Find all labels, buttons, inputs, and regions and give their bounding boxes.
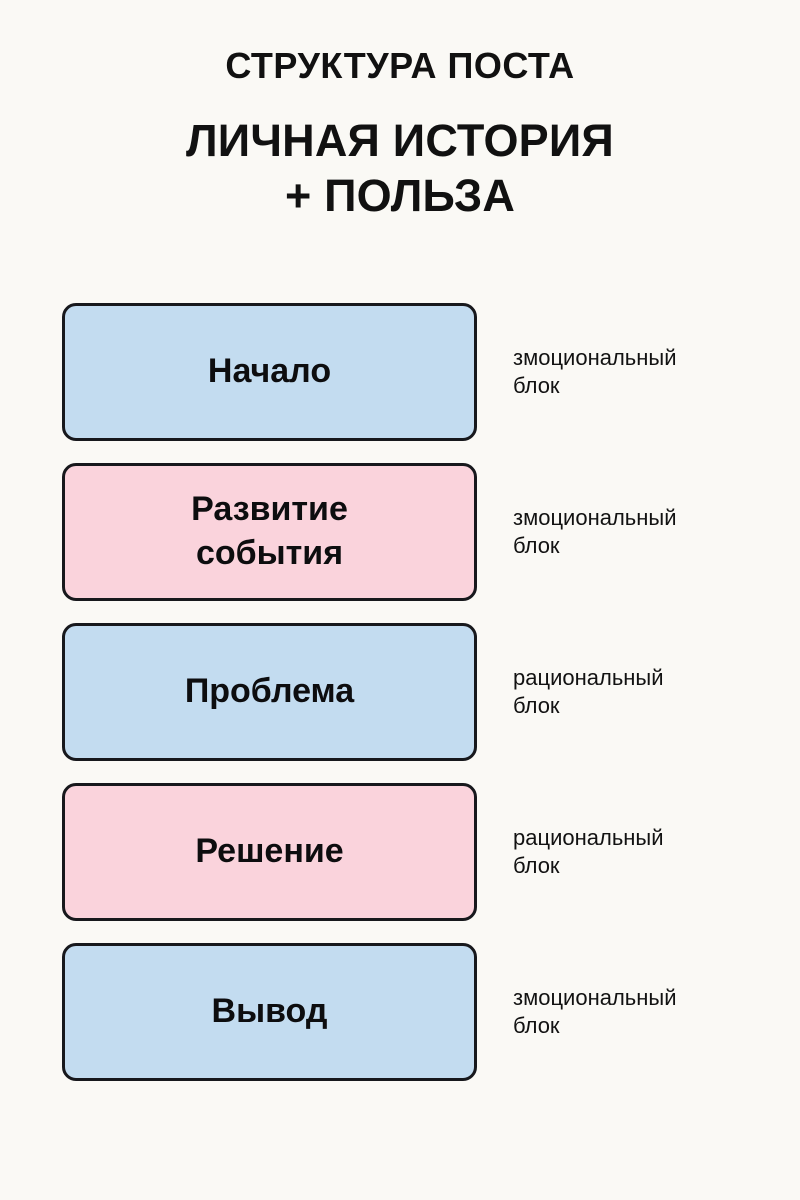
structure-block-razvitie-sobytiya: Развитие события bbox=[62, 463, 477, 601]
structure-block-label: Развитие события bbox=[191, 490, 348, 572]
structure-row: Начало змоциональный блок bbox=[0, 303, 800, 463]
structure-block-list: Начало змоциональный блок Развитие событ… bbox=[0, 303, 800, 1103]
structure-block-problema: Проблема bbox=[62, 623, 477, 761]
structure-block-label: Вывод bbox=[211, 992, 328, 1031]
structure-block-nachalo: Начало bbox=[62, 303, 477, 441]
header: СТРУКТУРА ПОСТА ЛИЧНАЯ ИСТОРИЯ + ПОЛЬЗА bbox=[0, 45, 800, 224]
structure-row: Вывод змоциональный блок bbox=[0, 943, 800, 1103]
structure-block-reshenie: Решение bbox=[62, 783, 477, 921]
structure-row: Проблема рациональный блок bbox=[0, 623, 800, 783]
page-subtitle-line-2: + ПОЛЬЗА bbox=[284, 170, 516, 222]
structure-block-caption: рациональный блок bbox=[513, 665, 664, 718]
structure-block-caption: змоциональный блок bbox=[513, 505, 677, 558]
page-subtitle: ЛИЧНАЯ ИСТОРИЯ + ПОЛЬЗА bbox=[0, 114, 800, 224]
page-title: СТРУКТУРА ПОСТА bbox=[225, 45, 575, 86]
structure-block-caption: змоциональный блок bbox=[513, 985, 677, 1038]
structure-block-caption: змоциональный блок bbox=[513, 345, 677, 398]
page-subtitle-line-1: ЛИЧНАЯ ИСТОРИЯ bbox=[186, 115, 614, 167]
structure-block-label: Начало bbox=[207, 352, 332, 391]
structure-row: Решение рациональный блок bbox=[0, 783, 800, 943]
structure-block-vyvod: Вывод bbox=[62, 943, 477, 1081]
structure-row: Развитие события змоциональный блок bbox=[0, 463, 800, 623]
structure-block-caption: рациональный блок bbox=[513, 825, 664, 878]
structure-block-label: Решение bbox=[195, 832, 344, 871]
structure-block-label: Проблема bbox=[184, 672, 355, 711]
